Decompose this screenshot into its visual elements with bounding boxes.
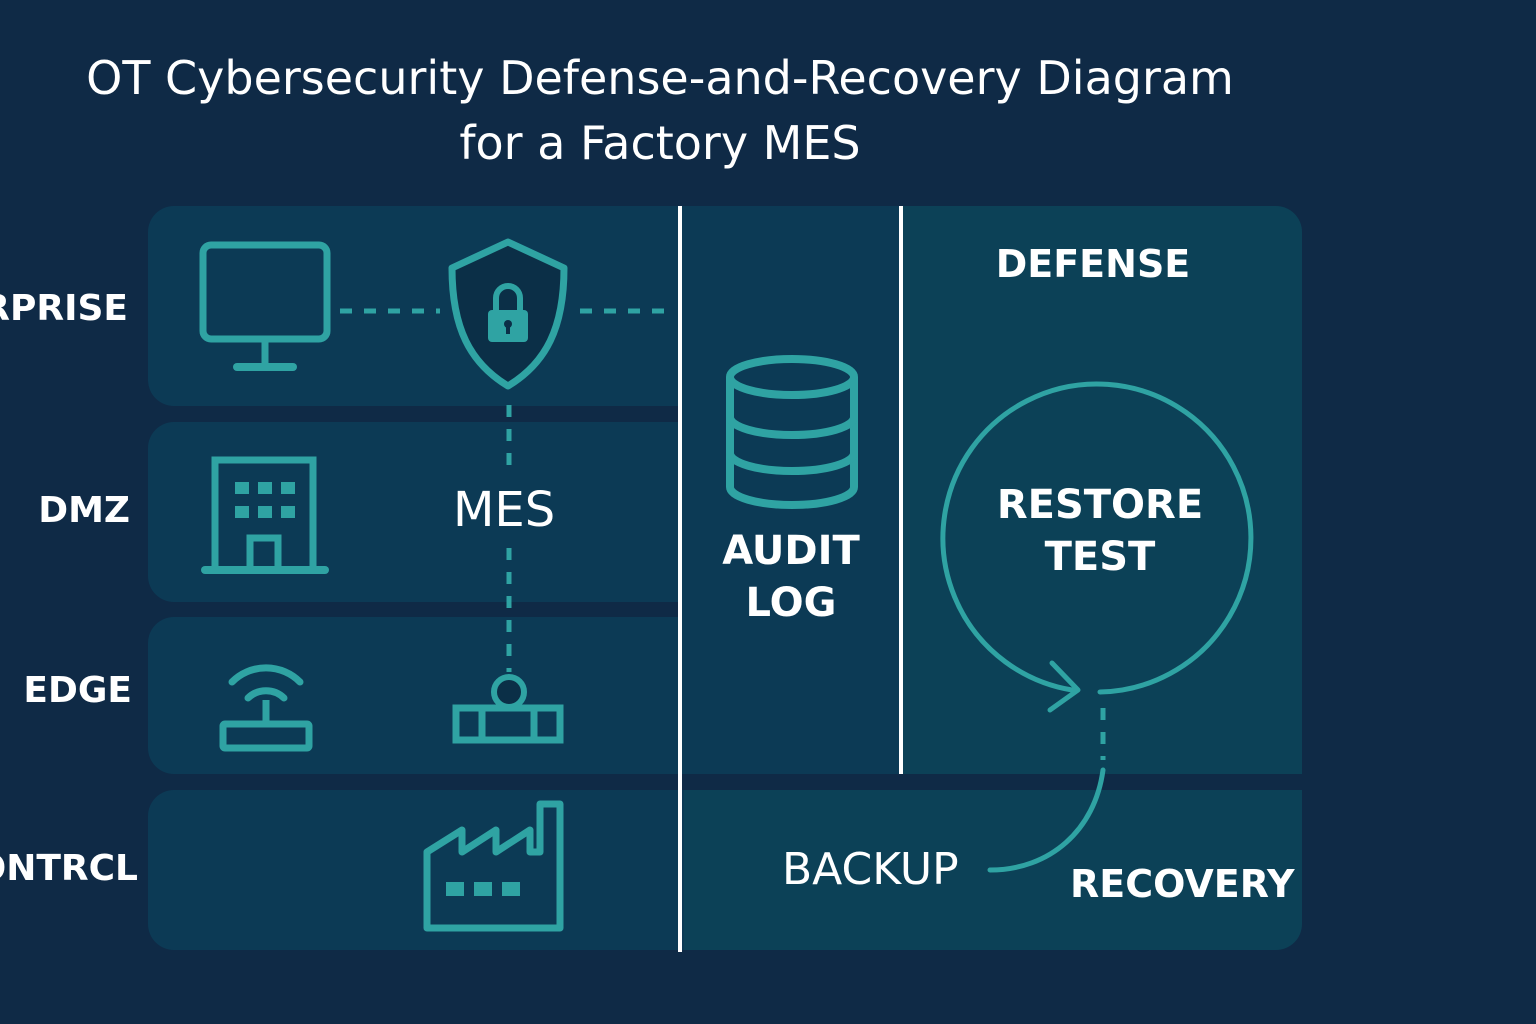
row-label-enterprise: RPRISE bbox=[0, 288, 128, 329]
defense-zone-panel bbox=[902, 206, 1302, 774]
audit-column-panel bbox=[680, 206, 902, 774]
recovery-zone-label: RECOVERY bbox=[1070, 862, 1295, 906]
factory-icon bbox=[423, 800, 564, 932]
backup-label: BACKUP bbox=[782, 844, 959, 895]
restore-test-label-line1: RESTORE bbox=[996, 482, 1204, 528]
defense-zone-label: DEFENSE bbox=[995, 242, 1191, 286]
mes-label: MES bbox=[453, 482, 556, 538]
monitor-icon bbox=[199, 241, 331, 371]
diagram-title-line2: for a Factory MES bbox=[459, 116, 861, 170]
row-label-edge: EDGE bbox=[23, 670, 132, 711]
wifi-router-icon bbox=[219, 664, 313, 752]
divider-right bbox=[899, 206, 903, 774]
diagram-title-line1: OT Cybersecurity Defense-and-Recovery Di… bbox=[86, 51, 1234, 105]
node-block-icon bbox=[452, 674, 564, 744]
restore-test-label-line2: TEST bbox=[1044, 534, 1156, 580]
audit-log-label-line2: LOG bbox=[745, 580, 837, 626]
database-icon bbox=[726, 355, 858, 509]
audit-log-label-line1: AUDIT bbox=[722, 528, 860, 574]
building-icon bbox=[201, 456, 329, 574]
divider-left bbox=[678, 206, 682, 952]
row-label-dmz: DMZ bbox=[38, 490, 130, 531]
shield-lock-icon bbox=[448, 238, 568, 390]
row-label-control: ONTRCL bbox=[0, 848, 138, 889]
control-row-panel bbox=[148, 790, 688, 950]
